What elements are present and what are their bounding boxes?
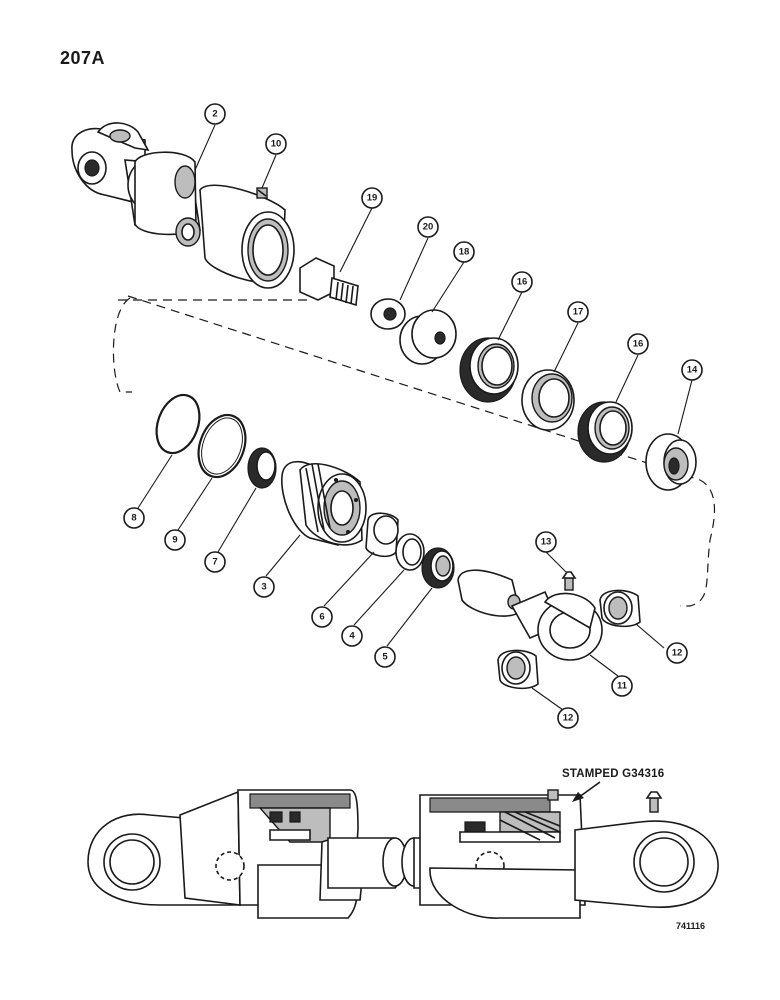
part-12-bushing-lower: [497, 649, 539, 690]
callout-label: 8: [131, 513, 136, 524]
part-6-bushing: [365, 512, 399, 558]
callout-5: 5: [374, 646, 396, 668]
callout-label: 16: [633, 339, 644, 350]
callout-label: 16: [517, 277, 528, 288]
part-13-grease-fitting: [561, 571, 577, 591]
callout-3: 3: [253, 576, 275, 598]
callout-11: 11: [611, 675, 633, 697]
callout-label: 13: [541, 537, 552, 548]
callout-19: 19: [361, 187, 383, 209]
callout-12b: 12: [557, 707, 579, 729]
callout-label: 7: [212, 557, 217, 568]
callout-label: 5: [382, 652, 388, 663]
callout-label: 10: [271, 139, 282, 150]
callout-label: 6: [319, 612, 324, 623]
part-16-seal-ring-b: [577, 401, 633, 463]
stamp-label: STAMPED G34316: [562, 768, 665, 780]
seal-kit-dashed-outline: [112, 295, 716, 607]
callout-14: 14: [681, 359, 703, 381]
callout-label: 4: [349, 631, 355, 642]
part-4-ring: [395, 533, 425, 571]
callout-label: 20: [423, 222, 434, 233]
part-11-rod-eye: [457, 569, 603, 661]
leader-lines: [137, 124, 693, 711]
callout-18: 18: [453, 241, 475, 263]
callout-20: 20: [417, 216, 439, 238]
part-9-backup-ring: [197, 413, 247, 479]
callout-4: 4: [341, 625, 363, 647]
callout-label: 11: [617, 681, 628, 692]
callout-label: 19: [367, 193, 378, 204]
part-5-wiper: [421, 547, 455, 589]
callout-label: 2: [212, 109, 217, 120]
callout-9: 9: [164, 529, 186, 551]
page-number: 207A: [60, 48, 106, 68]
callout-16a: 16: [511, 271, 533, 293]
callout-label: 18: [459, 247, 470, 258]
part-16-seal-ring-a: [459, 337, 519, 403]
callout-2: 2: [204, 103, 226, 125]
callout-label: 9: [172, 535, 177, 546]
part-20-washer: [370, 298, 406, 330]
callout-10: 10: [265, 133, 287, 155]
callout-12a: 12: [666, 642, 688, 664]
part-18-piston: [399, 309, 457, 365]
part-8-o-ring: [155, 393, 201, 455]
drawing-number: 741116: [676, 921, 706, 931]
callout-6: 6: [311, 606, 333, 628]
assembled-cutaway-view: [87, 781, 719, 919]
callout-label: 12: [563, 713, 574, 724]
callout-label: 17: [573, 307, 584, 318]
part-17-wear-ring: [521, 369, 575, 431]
callout-17: 17: [567, 301, 589, 323]
part-10-screw: [256, 187, 268, 199]
callout-bubbles: 2 10 19 20 18 16 17 16 14 8 9 7 3 6 4 5 …: [123, 103, 703, 729]
callout-13: 13: [535, 531, 557, 553]
callout-7: 7: [204, 551, 226, 573]
part-7-rod-seal: [247, 447, 277, 489]
callout-16b: 16: [627, 333, 649, 355]
callout-label: 3: [261, 582, 266, 593]
part-14-nut: [645, 433, 697, 491]
part-19-bolt: [299, 257, 359, 307]
part-2-cylinder-tube: [71, 122, 295, 289]
callout-8: 8: [123, 507, 145, 529]
callout-label: 12: [672, 648, 683, 659]
callout-label: 14: [687, 365, 698, 376]
part-12-bushing-upper: [599, 589, 641, 628]
part-3-gland-head: [281, 460, 367, 546]
